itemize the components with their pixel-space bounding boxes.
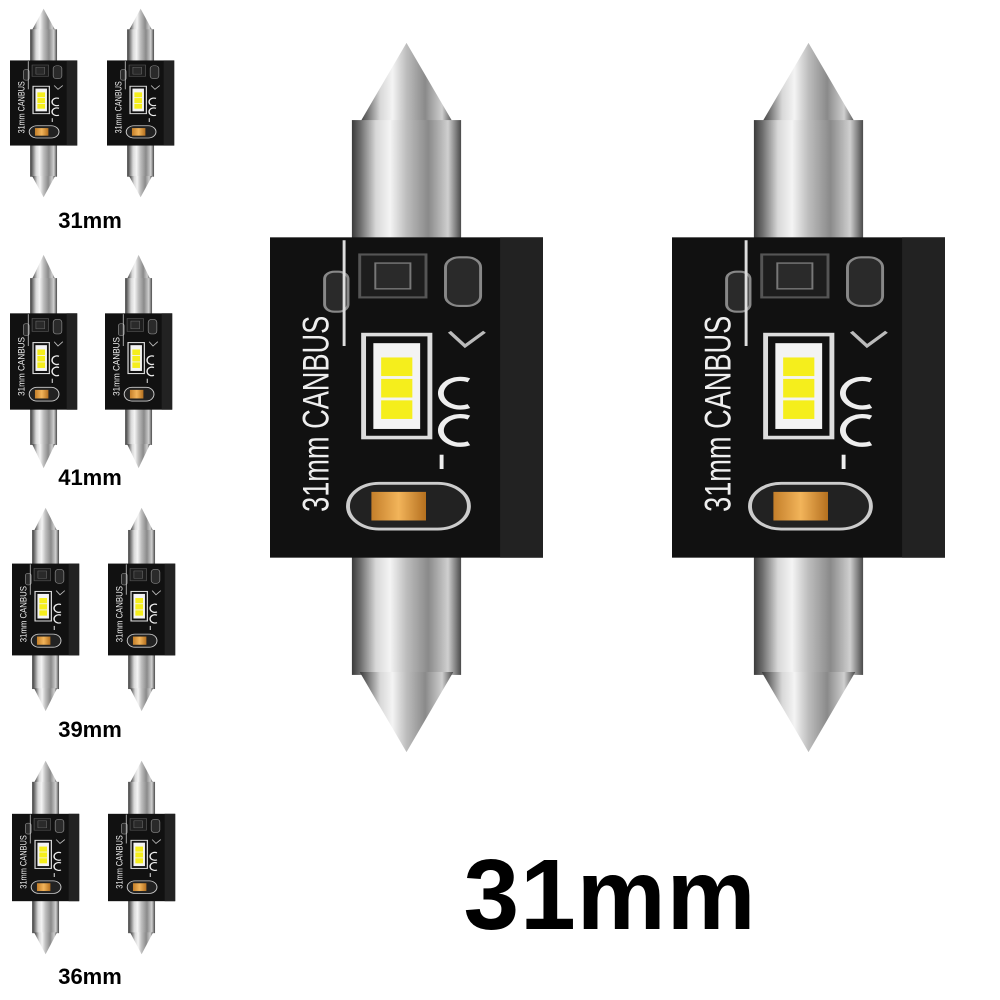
size-label: 36mm (58, 964, 122, 989)
variant-36mm-pair: 36mm (0, 758, 190, 1000)
variant-41mm-pair: 41mm (0, 250, 190, 500)
size-label: 41mm (58, 465, 122, 490)
bulb-pair-image (11, 507, 176, 712)
bulb-image (672, 40, 952, 760)
variant-31mm-pair: 31mm (0, 0, 190, 250)
main-bulb-left (270, 40, 550, 760)
bulb-pair-image (9, 254, 173, 469)
bulb-image (270, 40, 550, 760)
main-size-label: 31mm (463, 839, 757, 951)
size-label: 39mm (58, 717, 122, 742)
main-bulb-right (672, 40, 952, 760)
bulb-pair-image (11, 760, 176, 955)
bulb-pair-image (9, 8, 175, 198)
size-label: 31mm (58, 208, 122, 233)
variant-39mm-pair: 39mm (0, 505, 190, 750)
